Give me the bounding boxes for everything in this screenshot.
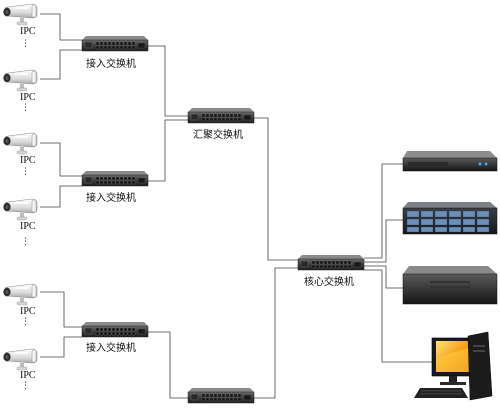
access-switch-label: 接入交换机 [86, 193, 136, 204]
access-switch-label: 接入交换机 [86, 343, 136, 354]
nvr-recorder-icon [402, 266, 498, 305]
aggregation-switch-icon [187, 107, 255, 124]
ip-camera-icon [3, 348, 38, 371]
aggregation-switch-label: 汇聚交换机 [193, 130, 243, 141]
ip-camera-label: IPC [20, 306, 36, 317]
access-switch-icon [81, 35, 149, 52]
more-cameras-ellipsis: ⋮ [21, 103, 30, 113]
core-switch-icon [297, 254, 365, 271]
ip-camera-label: IPC [20, 221, 36, 232]
storage-array-icon [402, 202, 498, 235]
core-switch-label: 核心交换机 [304, 277, 354, 288]
more-cameras-ellipsis: ⋮ [21, 381, 30, 391]
more-cameras-ellipsis: ⋮ [21, 317, 30, 327]
ip-camera-icon [3, 132, 38, 155]
more-cameras-ellipsis: ⋮ [21, 237, 30, 247]
ip-camera-label: IPC [20, 26, 36, 37]
ip-camera-label: IPC [20, 370, 36, 381]
aggregation-switch-icon [187, 387, 255, 404]
workstation-computer-icon [414, 331, 493, 401]
more-cameras-ellipsis: ⋮ [21, 167, 30, 177]
server-icon [402, 151, 498, 172]
more-cameras-ellipsis: ⋮ [21, 39, 30, 49]
ip-camera-icon [3, 198, 38, 221]
ip-camera-label: IPC [20, 92, 36, 103]
ip-camera-icon [3, 69, 38, 92]
ip-camera-label: IPC [20, 155, 36, 166]
connection-lines [40, 13, 432, 399]
ip-camera-icon [3, 283, 38, 306]
access-switch-label: 接入交换机 [86, 59, 136, 70]
ip-camera-icon [3, 3, 38, 26]
access-switch-icon [81, 170, 149, 187]
access-switch-icon [81, 321, 149, 338]
